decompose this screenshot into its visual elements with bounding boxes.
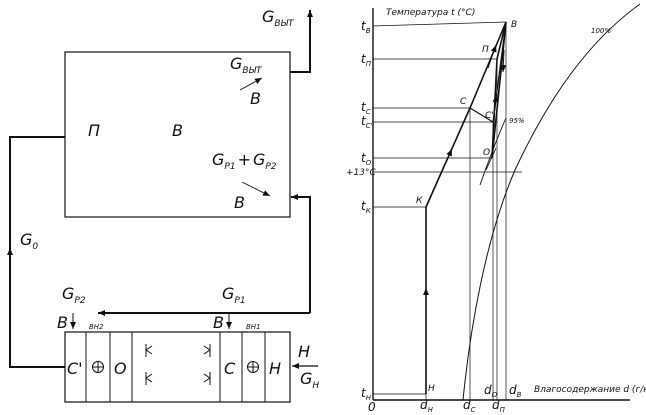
recirc-label: G0 <box>20 230 38 252</box>
room-box <box>64 51 291 218</box>
t-label-b: tВ <box>361 19 371 35</box>
d-label-o: dО <box>484 383 498 399</box>
fan-1-icon <box>247 361 259 373</box>
d-label-c: dС <box>463 398 476 414</box>
outdoor-h-label: Н <box>298 342 310 361</box>
line-p-b <box>496 21 507 60</box>
line-c-cprime <box>469 107 494 123</box>
pt-b: В <box>511 20 517 30</box>
tick-o <box>485 147 497 171</box>
unit-h: Н <box>269 359 281 378</box>
t-label-k: tК <box>361 199 372 215</box>
pt-h: Н <box>428 384 435 394</box>
id-chart: Температура t (°С) Влагосодержание d (г/… <box>346 3 646 414</box>
arrow-k-c <box>445 148 453 163</box>
gp1-label: GP1 <box>222 284 246 306</box>
chart-origin: 0 <box>368 400 376 414</box>
fan-2-icon <box>92 361 104 373</box>
chart-xlabel: Влагосодержание d (г/кг) <box>534 385 646 395</box>
unit-o: О <box>114 359 127 378</box>
exhaust-duct <box>290 10 313 73</box>
supply-duct <box>291 194 311 313</box>
arrow-v2-label: В <box>234 193 245 212</box>
pt-o: О <box>483 148 490 158</box>
line-c-b <box>469 21 507 109</box>
arrow-b-down <box>500 49 507 73</box>
b-left-label: В <box>57 313 68 332</box>
rh100-curve <box>462 3 641 401</box>
arrow-o-p <box>492 94 499 111</box>
vn1-label: ВН1 <box>246 323 261 331</box>
b-right-label: В <box>213 313 224 332</box>
unit-c: С <box>224 359 236 378</box>
rh100-label: 100% <box>591 27 611 35</box>
exhaust-inner-arrow <box>239 77 263 91</box>
ventilation-scheme: GВЫТ GВЫТ В П В GP1+GP2 В G0 GP2 GP1 В В… <box>7 7 319 403</box>
t-label-p: tП <box>361 52 372 68</box>
pt-cprime: С' <box>485 111 494 121</box>
arrow-to-b <box>487 44 497 69</box>
pt-k: К <box>416 196 423 206</box>
d-label-h: dН <box>420 398 434 414</box>
air-handling-unit: С' О С Н <box>64 331 291 403</box>
exhaust-inner-label: GВЫТ <box>230 54 263 76</box>
t-label-c: tС <box>361 100 371 116</box>
gp2-label: GP2 <box>62 284 86 306</box>
supply-label: GP1+GP2 <box>212 150 277 172</box>
pt-c: С <box>460 97 467 107</box>
line-o-p <box>491 58 498 159</box>
unit-c-prime: С' <box>67 359 83 378</box>
line-b-o <box>491 21 507 159</box>
t-label-h: tН <box>361 386 372 402</box>
d-label-b: dВ <box>509 383 522 399</box>
arrow-v1-label: В <box>250 89 261 108</box>
room-p-label: П <box>88 121 100 140</box>
outdoor-g-label: GН <box>300 369 319 391</box>
spray-nozzles-icon <box>145 344 211 385</box>
t-label-13: +13°С <box>346 168 376 178</box>
vn2-label: ВН2 <box>89 323 104 331</box>
room-v-label: В <box>172 121 183 140</box>
chart-title: Температура t (°С) <box>386 8 475 18</box>
rh95-label: 95% <box>509 117 525 125</box>
t-label-o: tО <box>361 151 372 167</box>
recirc-duct <box>9 136 65 368</box>
supply-inner-arrow <box>241 181 271 197</box>
exhaust-top-label: GВЫТ <box>262 7 295 29</box>
t-label-cprime: tС' <box>361 114 373 130</box>
pt-p: П <box>482 45 489 55</box>
d-label-p: dП <box>492 398 506 414</box>
